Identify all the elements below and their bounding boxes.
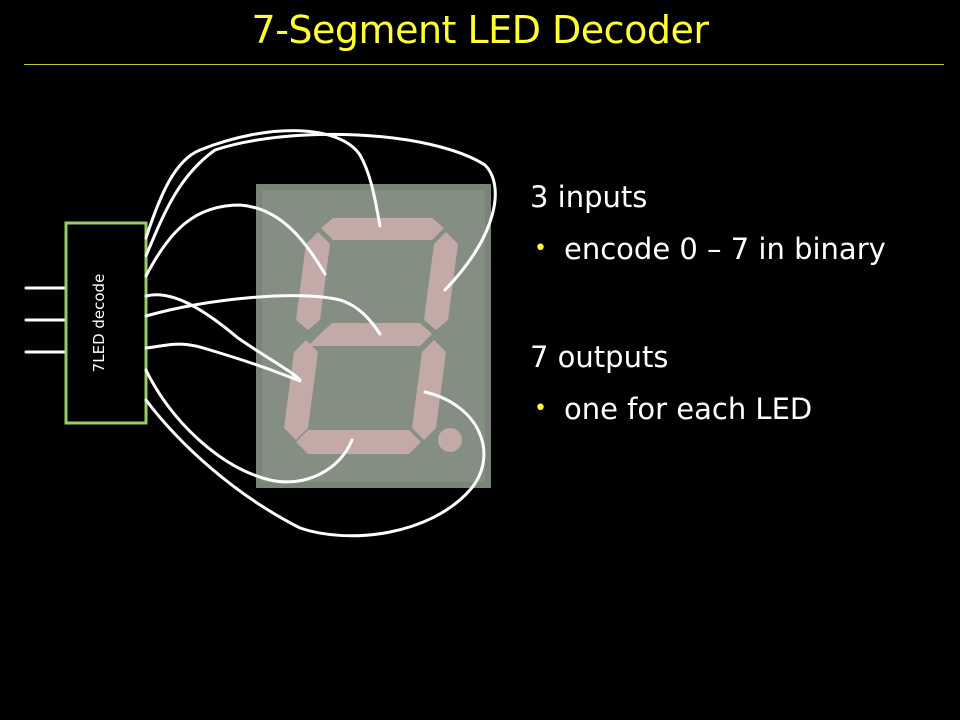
output-wire-a [144,129,382,240]
segment-d [296,430,421,454]
decoder-box [64,221,148,425]
input-wires [24,286,67,354]
output-wire-d [144,342,302,383]
segment-f [296,232,330,330]
outputs-heading: 7 outputs [530,340,669,374]
output-wire-b [144,132,497,292]
segment-dp [438,428,462,452]
segment-g [308,323,432,346]
outputs-bullet: • one for each LED [530,390,950,428]
inputs-bullet: • encode 0 – 7 in binary [530,230,950,268]
outputs-bullet-text: one for each LED [564,392,813,426]
segment-e [284,340,318,440]
led-segments [284,218,462,454]
segment-a [321,218,444,240]
output-wire-f [144,203,327,278]
title-divider [24,64,944,65]
output-wires [144,129,497,538]
output-wire-e [144,294,382,336]
segment-c [412,340,446,440]
segment-b [424,232,458,330]
bullet-dot-icon: • [534,396,547,421]
output-wire-dp [144,368,354,484]
output-wire-c [144,390,486,538]
slide-title: 7-Segment LED Decoder [251,8,709,52]
inputs-heading: 3 inputs [530,180,648,214]
description-text: 3 inputs • encode 0 – 7 in binary 7 outp… [530,176,950,428]
bullet-dot-icon: • [534,236,547,261]
inputs-bullet-text: encode 0 – 7 in binary [564,232,886,266]
output-wire-g [144,293,302,382]
decoder-label: 7LED decode [90,274,108,373]
